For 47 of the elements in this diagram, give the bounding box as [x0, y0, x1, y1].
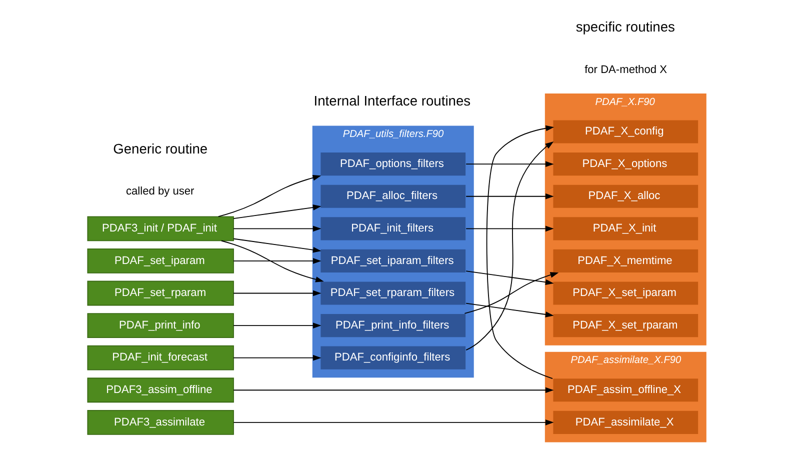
node-box: PDAF_set_rparam: [86, 280, 234, 306]
arrow: [232, 204, 321, 220]
node-box: PDAF_configinfo_filters: [319, 345, 466, 370]
arrow: [232, 322, 321, 328]
node-box: PDAF_init_filters: [319, 216, 466, 242]
arrow: [465, 302, 554, 318]
node-box: PDAF3_assimilate: [86, 410, 234, 435]
node-box: PDAF_assimilate_X: [552, 410, 698, 435]
node-box: PDAF_print_info: [86, 313, 234, 338]
node-box: PDAF_X_config: [552, 119, 698, 144]
arrow: [465, 270, 554, 286]
node-box: PDAF_X_memtime: [552, 248, 698, 274]
arrow: [465, 141, 554, 351]
node-box: PDAF_X_set_iparam: [552, 280, 698, 306]
node-box: PDAF_assim_offline_X: [552, 378, 698, 403]
node-box: PDAF3_init / PDAF_init: [86, 216, 234, 242]
node-box: PDAF_alloc_filters: [319, 184, 466, 209]
arrow: [232, 238, 321, 253]
node-box: PDAF_set_iparam_filters: [319, 248, 466, 274]
label: Internal Interface routines: [313, 92, 470, 108]
arrow: [465, 226, 554, 232]
node-box: PDAF_init_forecast: [86, 345, 234, 370]
label: specific routines: [575, 18, 674, 35]
arrow: [232, 387, 554, 394]
arrow: [232, 354, 321, 361]
node-box: PDAF_set_rparam_filters: [319, 280, 466, 306]
node-box: PDAF_X_options: [552, 152, 698, 177]
label: called by user: [125, 186, 194, 198]
node-box: PDAF_X_set_rparam: [552, 313, 698, 338]
label: Generic routine: [112, 140, 208, 156]
arrow: [232, 290, 321, 296]
arrow: [232, 226, 321, 232]
node-box: PDAF_options_filters: [319, 152, 466, 177]
arrow: [486, 125, 554, 379]
node-box: PDAF_set_iparam: [86, 248, 234, 274]
arrow: [232, 420, 554, 426]
arrow: [465, 161, 554, 167]
arrow: [464, 272, 558, 314]
arrow: [220, 240, 324, 282]
node-box: PDAF_X_alloc: [552, 184, 698, 209]
arrow: [217, 174, 321, 218]
arrow: [232, 258, 321, 264]
label: for DA-method X: [584, 64, 666, 76]
node-box: PDAF_print_info_filters: [319, 313, 466, 338]
node-box: PDAF_X_init: [552, 216, 698, 242]
node-box: PDAF3_assim_offline: [86, 378, 234, 403]
arrow: [465, 193, 554, 200]
